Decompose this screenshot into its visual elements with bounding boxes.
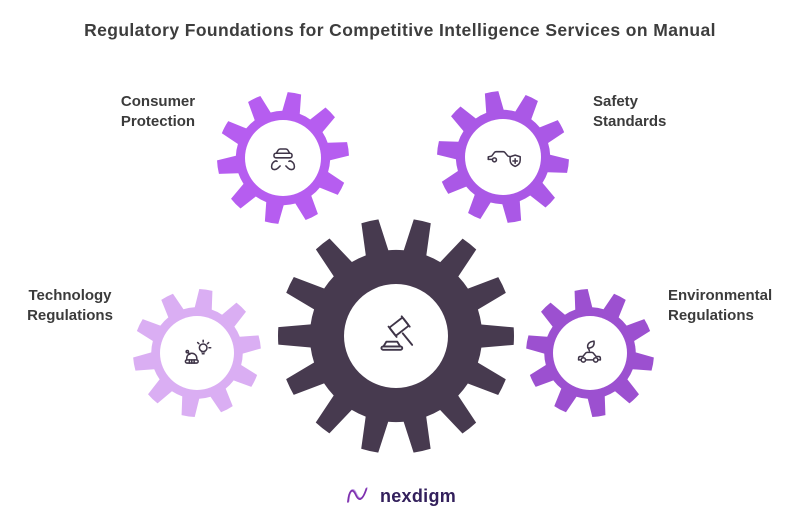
eco-car-icon [571, 333, 609, 371]
nexdigm-wave-icon [344, 480, 372, 513]
gear-technology-regulations-hub [160, 316, 234, 390]
label-safety-standards: Safety Standards [593, 93, 667, 130]
gear-safety-standards-hub [465, 119, 541, 195]
page-title: Regulatory Foundations for Competitive I… [84, 20, 716, 40]
brand-wordmark: nexdigm [379, 486, 457, 506]
gavel-icon [371, 311, 421, 361]
hands-holding-car-icon [264, 139, 302, 177]
label-consumer-protection: Consumer Protection [120, 93, 196, 130]
label-technology-regulations: Technology Regulations [27, 287, 113, 324]
car-shield-icon [484, 138, 522, 176]
brand-logo: nexdigm [0, 480, 800, 513]
robot-innovation-icon [178, 334, 216, 372]
label-environmental-regulations: Environmental Regulations [668, 287, 773, 324]
